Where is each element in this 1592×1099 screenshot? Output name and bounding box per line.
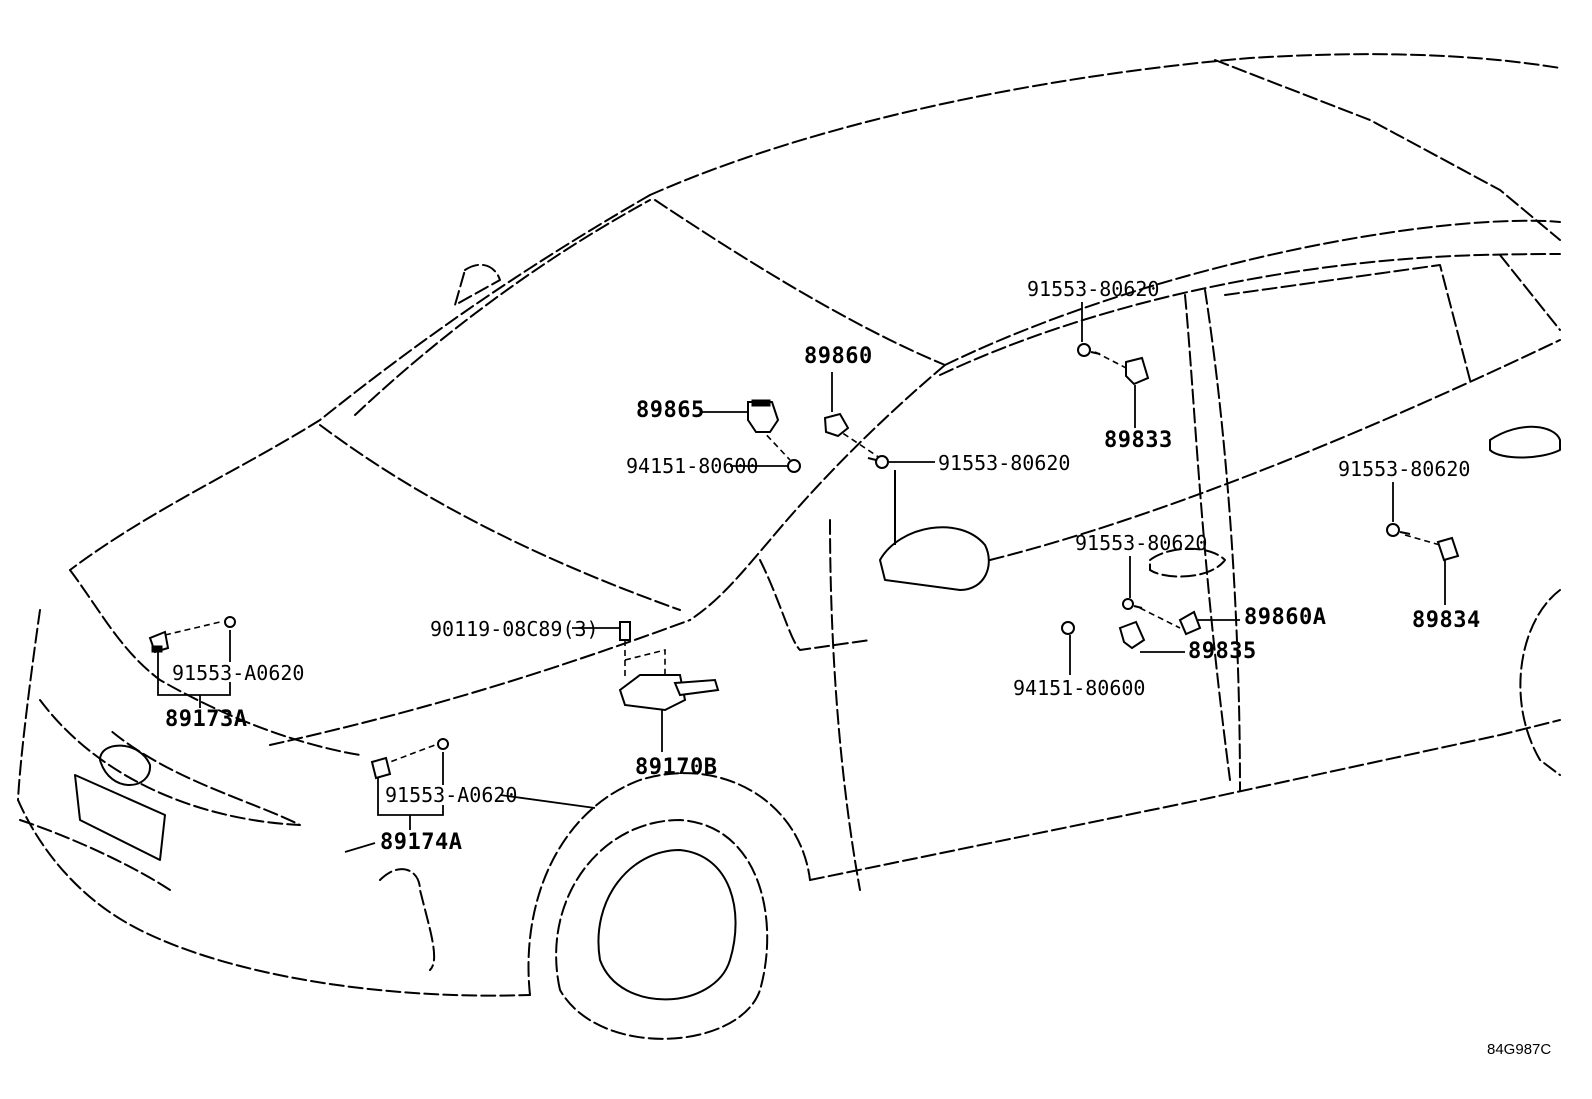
label-89860A: 89860A xyxy=(1244,605,1327,630)
front-bumper xyxy=(17,799,531,997)
label-89174A: 89174A xyxy=(380,830,463,855)
sensor-89835-shape xyxy=(1118,620,1146,650)
windshield-top xyxy=(654,199,946,366)
label-89833: 89833 xyxy=(1104,428,1173,453)
door-handle-front xyxy=(1149,547,1226,578)
dash-bottom-sensor xyxy=(381,744,436,766)
roof-edge-right xyxy=(944,219,1561,366)
license-plate xyxy=(74,774,166,861)
sensor-89865-cap xyxy=(751,399,771,407)
c-pillar xyxy=(1499,254,1561,331)
sill-line xyxy=(809,719,1561,881)
fog-lamp xyxy=(379,868,436,971)
label-94151-80600-b: 94151-80600 xyxy=(1013,676,1146,700)
leader-89174A-tail xyxy=(344,842,376,853)
front-door-front xyxy=(829,519,861,891)
emblem xyxy=(99,744,152,786)
label-91553-80620-top: 91553-80620 xyxy=(1027,277,1160,301)
mirror xyxy=(879,526,990,591)
label-91553-80620-right: 91553-80620 xyxy=(1338,457,1471,481)
wiper-cowl xyxy=(454,263,501,306)
label-91553-80620-door: 91553-80620 xyxy=(1075,531,1208,555)
sensor-89860-shape xyxy=(823,412,850,438)
label-94151-80600-a: 94151-80600 xyxy=(626,454,759,478)
label-89170B: 89170B xyxy=(635,755,718,780)
label-89835: 89835 xyxy=(1188,639,1257,664)
roof-edge-lower xyxy=(939,253,1561,376)
grille xyxy=(19,819,171,891)
dash-left-sensor xyxy=(164,621,221,636)
label-89865: 89865 xyxy=(636,398,705,423)
dash-89860-bolt xyxy=(834,427,881,459)
label-90119-08c89: 90119-08C89(3) xyxy=(430,617,599,641)
sensor-89834-shape xyxy=(1436,536,1460,562)
belt-line xyxy=(989,339,1561,561)
bolt-91553-right-shank xyxy=(1399,531,1411,535)
label-91553-a0620-left: 91553-A0620 xyxy=(172,661,305,685)
hood-front xyxy=(69,569,361,756)
label-91553-80620-mid: 91553-80620 xyxy=(938,451,1071,475)
nut-94151-b-shape xyxy=(1061,621,1075,635)
label-91553-a0620-bottom: 91553-A0620 xyxy=(385,783,518,807)
fender-line xyxy=(269,619,691,746)
front-wheel xyxy=(555,819,769,1040)
sensor-89865-shape xyxy=(747,401,780,433)
dash-right-bolt xyxy=(1404,534,1441,546)
a-pillar xyxy=(689,364,946,621)
bolt-91553-top-shank xyxy=(1090,351,1101,355)
label-89860: 89860 xyxy=(804,344,873,369)
sensor-89860A-shape xyxy=(1178,610,1202,636)
hood-center-line xyxy=(319,424,681,611)
front-wheel-hub xyxy=(597,849,737,1001)
dash-ecu-box xyxy=(624,648,666,680)
bolt-91553-mid-shape xyxy=(875,455,889,469)
sensor-89833-shape xyxy=(1125,356,1150,386)
b-pillar-2 xyxy=(1204,289,1241,791)
dash-top-bolt xyxy=(1094,351,1131,371)
label-89834: 89834 xyxy=(1412,608,1481,633)
nut-94151-a-shape xyxy=(787,459,801,473)
bolt-91553-mid-shank xyxy=(867,457,877,461)
roof-line xyxy=(649,53,1561,196)
label-89173A: 89173A xyxy=(165,707,248,732)
b-pillar xyxy=(1184,294,1231,781)
hood-back-line xyxy=(69,194,651,571)
hood-lower xyxy=(17,609,41,801)
dash-door-bolt xyxy=(1139,607,1181,629)
bolt-91553A-bottom-shape xyxy=(437,738,449,750)
door-handle-rear xyxy=(1489,425,1561,459)
front-quarter xyxy=(759,559,871,651)
windshield-left xyxy=(354,199,651,416)
diagram-reference-code: 84G987C xyxy=(1487,1041,1552,1058)
rear-wheel-arch xyxy=(1519,589,1561,776)
ecu-89170B-shape xyxy=(618,674,687,712)
roof-rail-line xyxy=(1214,59,1561,241)
ecu-89170B-bracket xyxy=(673,678,720,697)
dash-89865-nut xyxy=(759,427,791,461)
bolt-91553A-left-shape xyxy=(224,616,236,628)
rear-window xyxy=(1224,264,1471,381)
front-wheel-arch xyxy=(527,772,811,996)
bolt-91553-door-shank xyxy=(1133,605,1143,609)
sensor-89174A-shape xyxy=(370,756,392,780)
bolt-91553-door-shape xyxy=(1122,598,1134,610)
sensor-89173A-tip xyxy=(151,645,163,653)
bolt-91553-right-shape xyxy=(1386,523,1400,537)
bracket-89173A xyxy=(157,650,231,696)
bolt-91553-top-shape xyxy=(1077,343,1091,357)
leader-91553A-tail xyxy=(499,794,596,809)
bolt-90119-shape xyxy=(619,621,631,641)
